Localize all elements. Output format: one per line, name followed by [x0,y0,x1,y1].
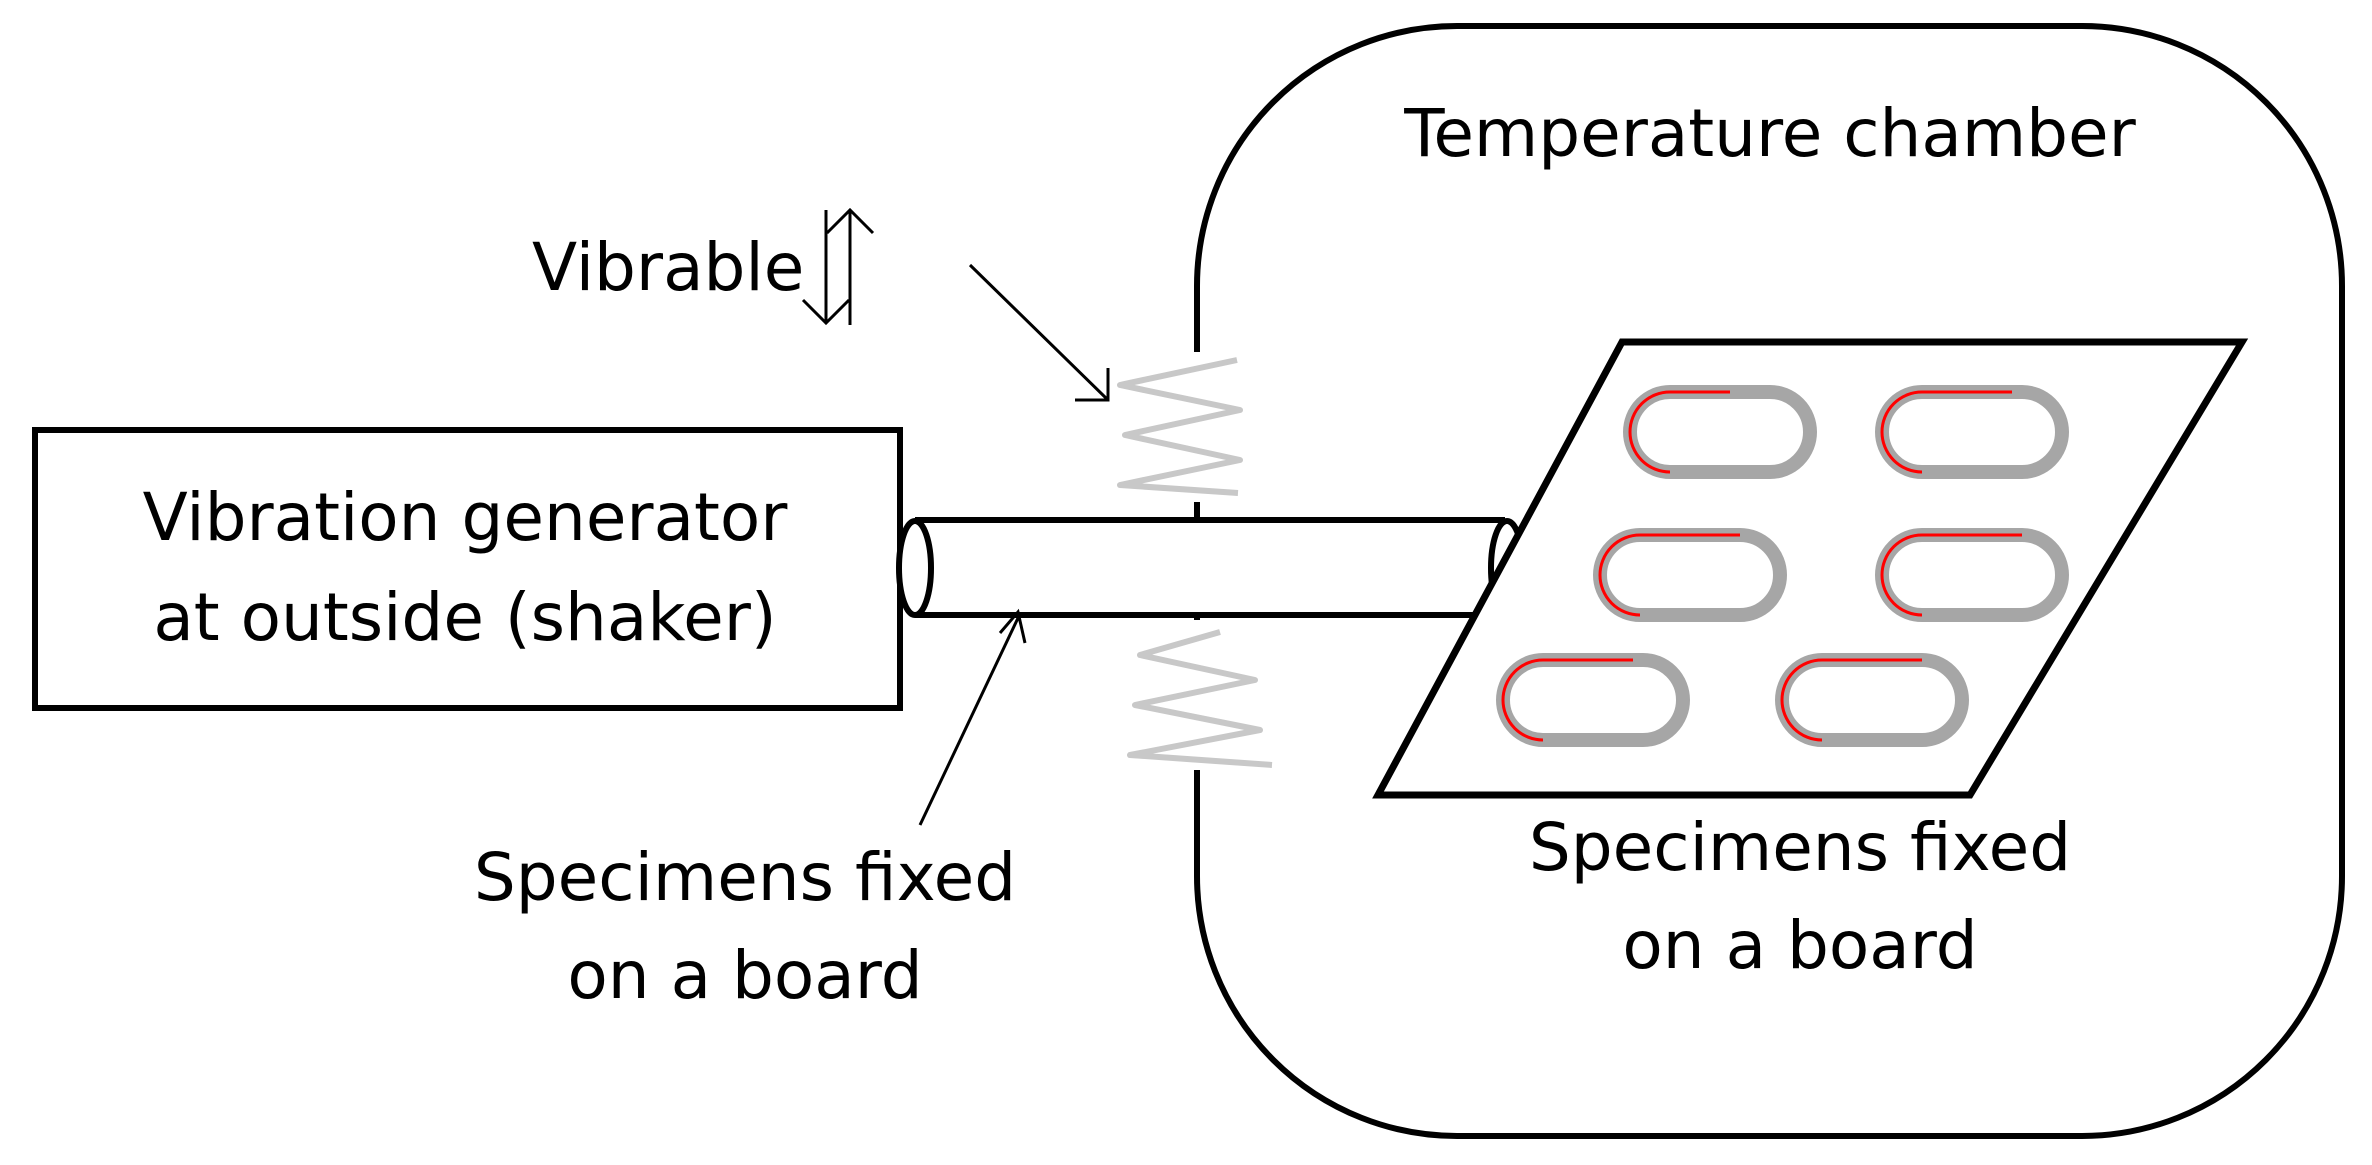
specimen [1593,528,1787,622]
rod-specimens-label-line2: on a board [567,937,922,1014]
specimen [1496,653,1690,747]
rod-specimens-label-line1: Specimens fixed [474,839,1016,916]
chamber-label: Temperature chamber [1403,95,2136,172]
rod-pointer-arrow [918,608,1027,826]
vibration-direction-icon [801,207,875,326]
lower-spring [1127,629,1273,768]
board-specimens-label-line1: Specimens fixed [1529,809,2071,886]
spring-gap-mask-top [1180,352,1220,502]
upper-spring [1117,357,1243,496]
generator-label-line2: at outside (shaker) [153,579,776,656]
specimen [1875,385,2069,479]
specimen-group [1496,385,2069,747]
specimen [1623,385,1817,479]
rod-body [915,520,1505,615]
generator-label-line1: Vibration generator [143,479,789,556]
vibrable-label: Vibrable [532,229,804,306]
vibration-generator-box [32,427,903,711]
rod-left-end [896,518,934,618]
specimen [1875,528,2069,622]
board-specimens-label-line2: on a board [1622,907,1977,984]
specimen-board [1372,338,2249,799]
specimen [1775,653,1969,747]
vibrable-pointer-arrow [968,263,1110,402]
